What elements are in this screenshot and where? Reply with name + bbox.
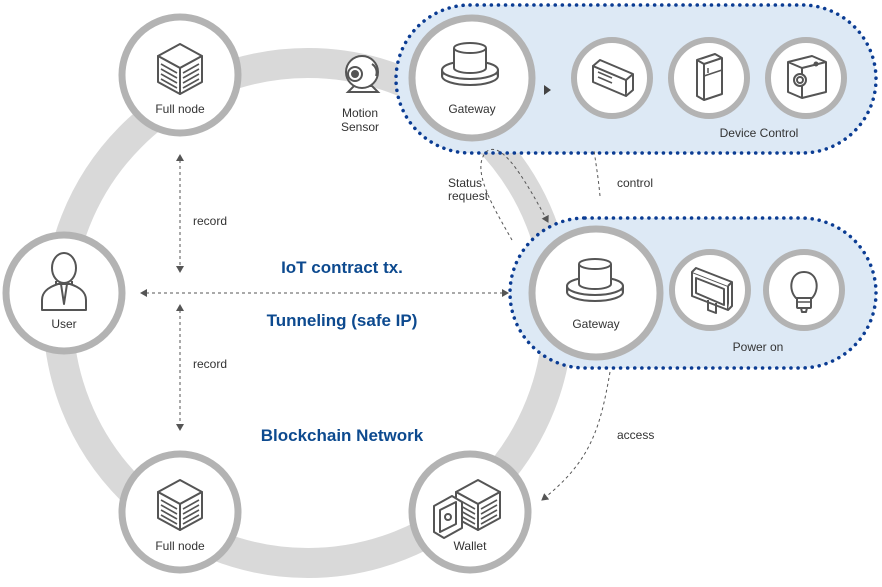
device-fridge [668, 37, 750, 119]
user-label: User [51, 317, 76, 331]
wallet-node: Wallet [408, 450, 532, 574]
iot-contract-headline: IoT contract tx. [281, 258, 403, 277]
device-monitor [669, 249, 751, 331]
device-washer [765, 37, 847, 119]
refrigerator-icon [696, 53, 723, 101]
edges [140, 149, 611, 501]
device-control-label: Device Control [720, 126, 799, 140]
gateway-top: Gateway [408, 14, 536, 142]
wallet-label: Wallet [454, 539, 488, 553]
blockchain-headline: Blockchain Network [261, 426, 424, 445]
gateway-pointer-icon [544, 85, 551, 95]
server-cube-icon [157, 43, 203, 95]
camera-sensor-icon [345, 55, 381, 93]
gateway-bottom: Gateway [528, 225, 664, 361]
motion-sensor-label-1: Motion [342, 106, 378, 120]
record-label-top: record [193, 214, 227, 228]
access-edge [541, 371, 611, 501]
full-node-bottom-label: Full node [155, 539, 205, 553]
monitor-icon [691, 267, 733, 314]
gateway-bottom-label: Gateway [572, 317, 619, 331]
speaker-bar-icon [592, 59, 634, 97]
full-node-top-label: Full node [155, 102, 205, 116]
power-on-label: Power on [733, 340, 784, 354]
device-bulb [763, 249, 845, 331]
control-label: control [617, 176, 653, 190]
motion-sensor-label-2: Sensor [341, 120, 379, 134]
access-label: access [617, 428, 654, 442]
status-request-label-1: Status [448, 176, 482, 190]
device-speaker [571, 37, 653, 119]
tunneling-headline: Tunneling (safe IP) [267, 311, 418, 330]
control-edge [593, 149, 601, 197]
wallet-card-icon [433, 495, 463, 539]
full-node-top: Full node [118, 13, 242, 137]
washing-machine-icon [787, 55, 827, 99]
record-label-bottom: record [193, 357, 227, 371]
status-request-edge [480, 149, 549, 241]
user-node: User [2, 231, 126, 355]
user-silhouette-icon [41, 252, 87, 311]
motion-sensor: Motion Sensor [341, 55, 381, 134]
server-cube-icon [157, 479, 203, 531]
status-request-label-2: request [448, 189, 489, 203]
full-node-bottom: Full node [118, 450, 242, 574]
gateway-top-label: Gateway [448, 102, 495, 116]
light-bulb-icon [790, 271, 818, 313]
